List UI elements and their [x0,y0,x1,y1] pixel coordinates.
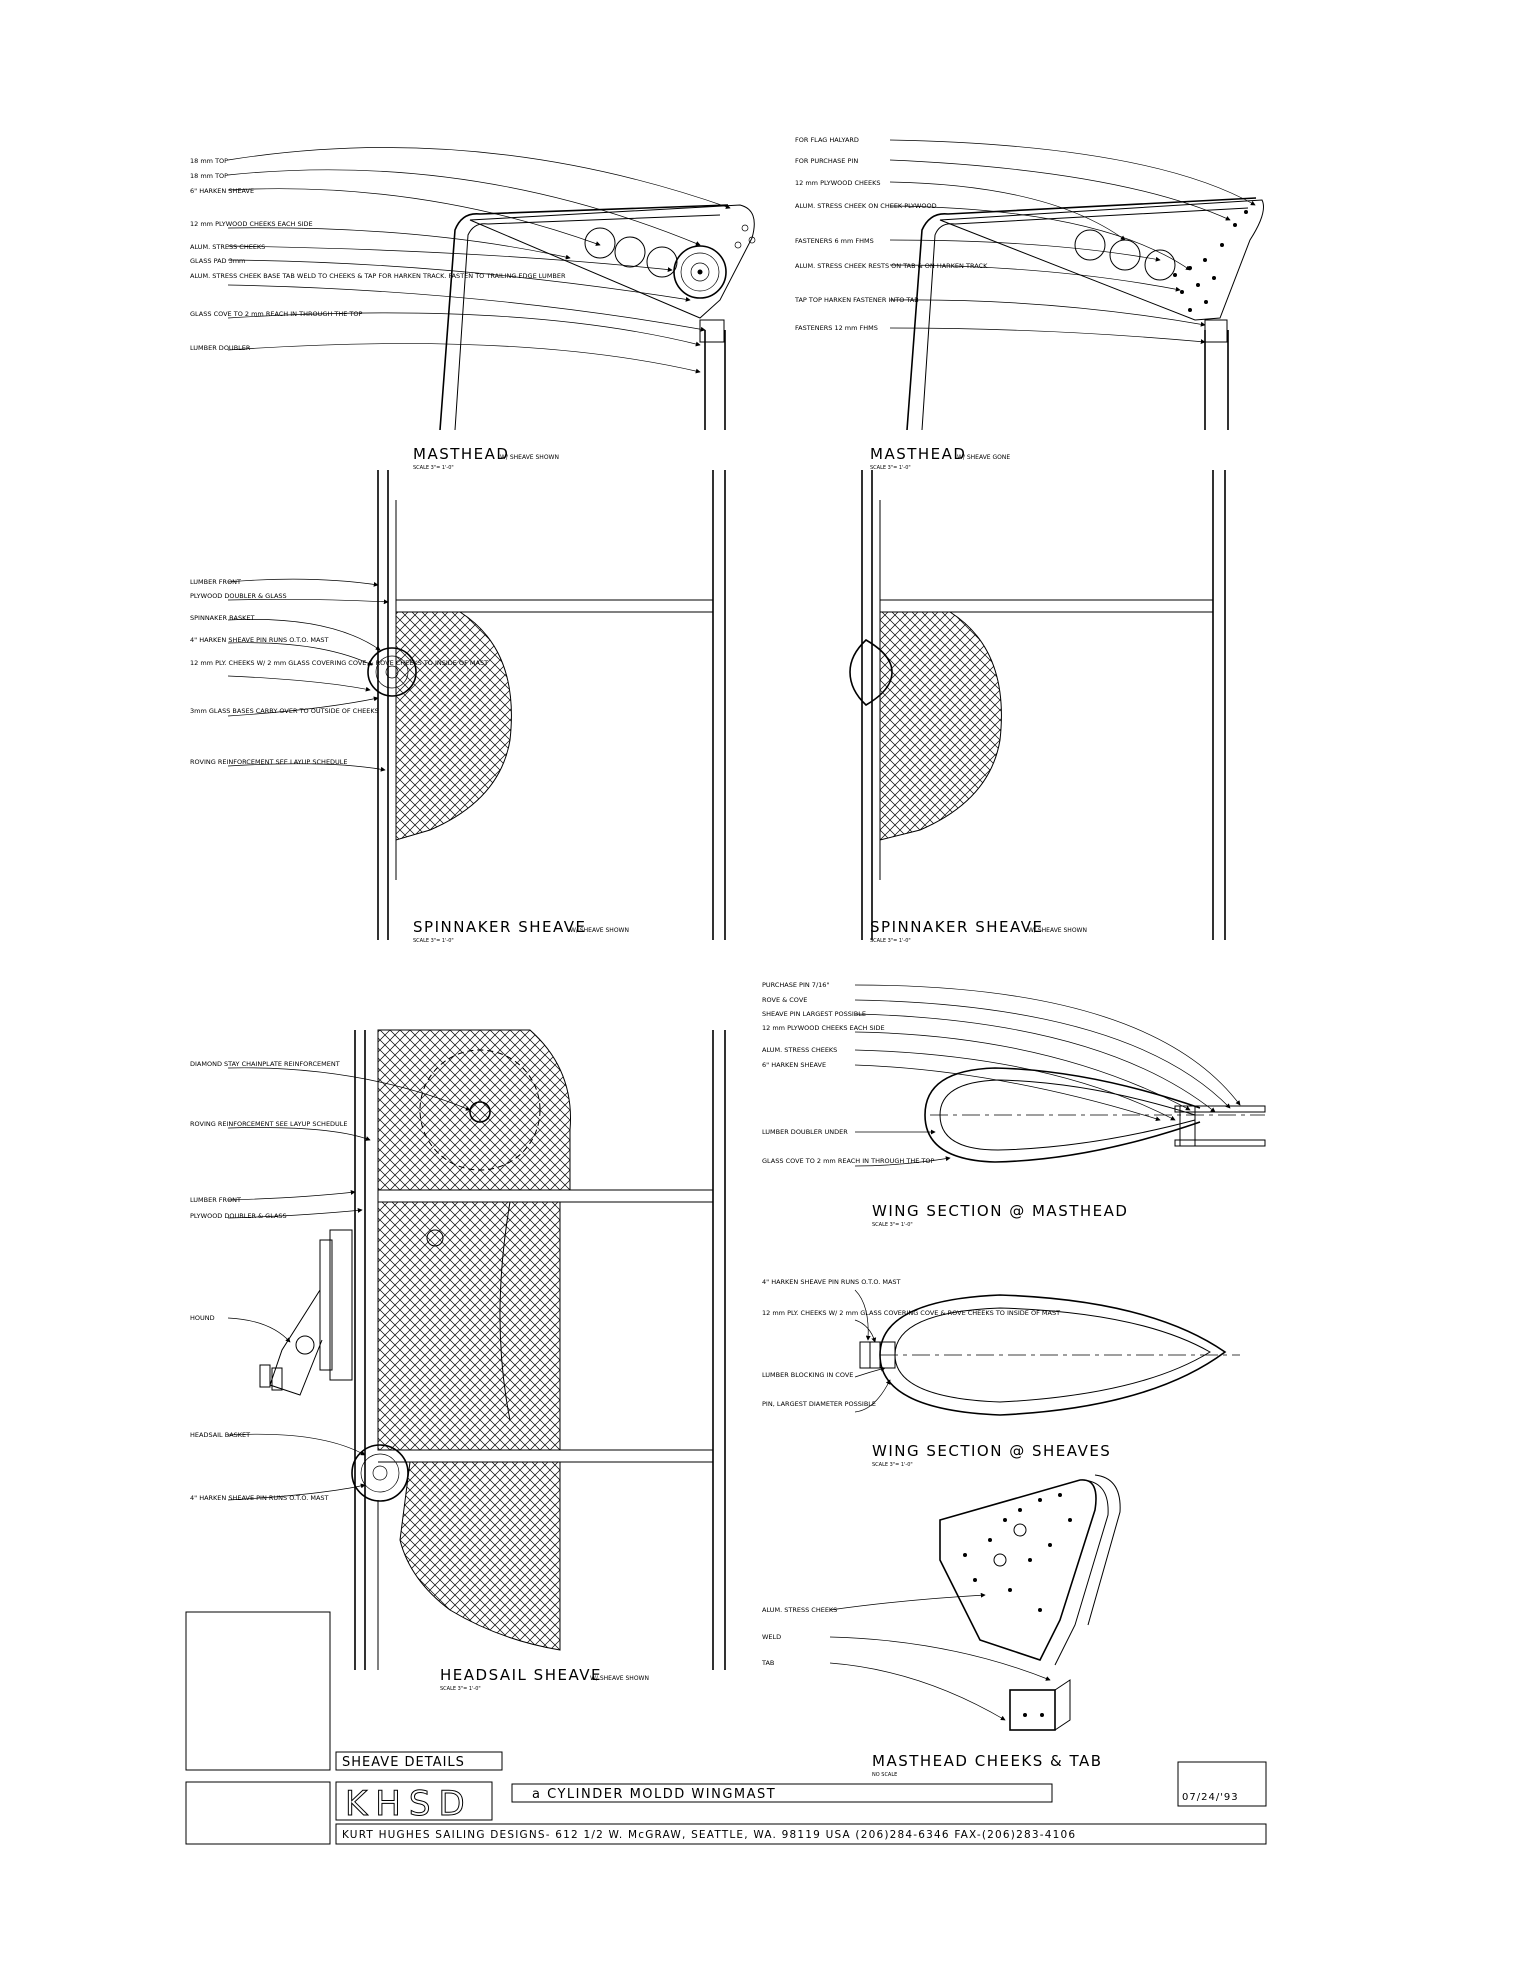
cheeks-tab-scale: NO SCALE [872,1772,897,1778]
cheeks-tab-label: TAB [761,1659,774,1667]
wing-masthead-label: 6" HARKEN SHEAVE [762,1061,826,1069]
wing-masthead-panel: PURCHASE PIN 7/16" ROVE & COVE SHEAVE PI… [762,981,1266,1228]
cheeks-tab-label: ALUM. STRESS CHEEKS [762,1606,837,1614]
masthead-gone-subtitle: W/ SHEAVE GONE [957,454,1010,461]
spinnaker-shown-scale: SCALE 3"= 1'-0" [413,938,454,944]
spinnaker-shown-subtitle: W/ SHEAVE SHOWN [570,927,629,934]
spinnaker-shown-label: LUMBER FRONT [190,578,241,586]
headsail-label: HEADSAIL BASKET [190,1431,250,1439]
masthead-gone-label: TAP TOP HARKEN FASTENER INTO TAB [794,296,919,304]
spinnaker-gone-title: SPINNAKER SHEAVE [870,918,1044,936]
project-name: a CYLINDER MOLDD WINGMAST [532,1787,776,1802]
spinnaker-shown-label: 12 mm PLY. CHEEKS W/ 2 mm GLASS COVERING… [190,659,488,667]
masthead-shown-panel: 18 mm TOP 18 mm TOP 6" HARKEN SHEAVE 12 … [190,147,756,471]
masthead-shown-label: GLASS COVE TO 2 mm REACH IN THROUGH THE … [190,310,362,318]
blank-box-lower [185,1781,331,1845]
masthead-shown-title: MASTHEAD [413,445,509,463]
headsail-scale: SCALE 3"= 1'-0" [440,1686,481,1692]
spinnaker-gone-scale: SCALE 3"= 1'-0" [870,938,911,944]
masthead-shown-label: LUMBER DOUBLER [190,344,251,352]
masthead-gone-label: FOR FLAG HALYARD [795,136,859,144]
drawing-date: 07/24/'93 [1182,1792,1239,1803]
masthead-shown-label: ALUM. STRESS CHEEKS [190,243,265,251]
wing-masthead-title: WING SECTION @ MASTHEAD [872,1202,1128,1220]
masthead-shown-label: 6" HARKEN SHEAVE [190,187,254,195]
company-box [335,1823,1267,1845]
company-info: KURT HUGHES SAILING DESIGNS- 612 1/2 W. … [342,1829,1076,1841]
logo-box [335,1781,493,1821]
cheeks-tab-title: MASTHEAD CHEEKS & TAB [872,1752,1103,1770]
wing-masthead-label: SHEAVE PIN LARGEST POSSIBLE [762,1010,866,1018]
masthead-gone-label: ALUM. STRESS CHEEK RESTS ON TAB & ON HAR… [795,262,988,270]
sheet-title-box [335,1751,503,1771]
spinnaker-shown-label: SPINNAKER BASKET [190,614,254,622]
blank-box [185,1611,331,1771]
headsail-title: HEADSAIL SHEAVE [440,1666,602,1684]
wing-masthead-label: ROVE & COVE [762,996,807,1004]
spinnaker-shown-panel: LUMBER FRONT PLYWOOD DOUBLER & GLASS SPI… [190,470,726,944]
headsail-label: DIAMOND STAY CHAINPLATE REINFORCEMENT [190,1060,340,1068]
masthead-gone-label: FOR PURCHASE PIN [795,157,858,165]
headsail-panel: DIAMOND STAY CHAINPLATE REINFORCEMENT RO… [190,1029,726,1692]
wing-sheaves-label: 12 mm PLY. CHEEKS W/ 2 mm GLASS COVERING… [762,1309,1060,1317]
headsail-label: 4" HARKEN SHEAVE PIN RUNS O.T.O. MAST [190,1494,329,1502]
headsail-subtitle: W/ SHEAVE SHOWN [590,1675,649,1682]
masthead-gone-label: 12 mm PLYWOOD CHEEKS [795,179,880,187]
wing-sheaves-scale: SCALE 3"= 1'-0" [872,1462,913,1468]
project-box [511,1783,1053,1803]
masthead-gone-label: ALUM. STRESS CHEEK ON CHEEK PLYWOOD [795,202,937,210]
title-block: SHEAVE DETAILS KHSD a CYLINDER MOLDD WIN… [185,1611,1267,1845]
masthead-shown-subtitle: W/ SHEAVE SHOWN [500,454,559,461]
spinnaker-shown-title: SPINNAKER SHEAVE [413,918,587,936]
masthead-shown-scale: SCALE 3"= 1'-0" [413,465,454,471]
wing-sheaves-panel: 4" HARKEN SHEAVE PIN RUNS O.T.O. MAST 12… [762,1278,1240,1468]
spinnaker-shown-label: PLYWOOD DOUBLER & GLASS [190,592,287,600]
headsail-label: LUMBER FRONT [190,1196,241,1204]
wing-sheaves-title: WING SECTION @ SHEAVES [872,1442,1111,1460]
wing-sheaves-label: 4" HARKEN SHEAVE PIN RUNS O.T.O. MAST [762,1278,901,1286]
masthead-shown-label: 12 mm PLYWOOD CHEEKS EACH SIDE [190,220,313,228]
headsail-label: HOUND [190,1314,215,1322]
wing-masthead-label: GLASS COVE TO 2 mm REACH IN THROUGH THE … [762,1157,934,1165]
spinnaker-shown-label: 3mm GLASS BASES CARRY OVER TO OUTSIDE OF… [190,707,379,715]
masthead-shown-label: GLASS PAD 3mm [190,257,245,265]
masthead-shown-label: ALUM. STRESS CHEEK BASE TAB WELD TO CHEE… [190,272,566,280]
masthead-shown-label: 18 mm TOP [190,157,228,165]
cheeks-tab-label: WELD [762,1633,781,1641]
masthead-gone-panel: FOR FLAG HALYARD FOR PURCHASE PIN 12 mm … [794,136,1264,471]
wing-masthead-label: PURCHASE PIN 7/16" [762,981,829,989]
masthead-gone-title: MASTHEAD [870,445,966,463]
spinnaker-shown-label: 4" HARKEN SHEAVE PIN RUNS O.T.O. MAST [190,636,329,644]
masthead-gone-label: FASTENERS 6 mm FHMS [795,237,874,245]
masthead-gone-label: FASTENERS 12 mm FHMS [795,324,878,332]
headsail-label: PLYWOOD DOUBLER & GLASS [190,1212,287,1220]
spinnaker-gone-panel: SPINNAKER SHEAVE W/ SHEAVE SHOWN SCALE 3… [849,470,1226,944]
wing-sheaves-label: LUMBER BLOCKING IN COVE [762,1371,853,1379]
wing-masthead-label: ALUM. STRESS CHEEKS [762,1046,837,1054]
wing-masthead-label: 12 mm PLYWOOD CHEEKS EACH SIDE [762,1024,885,1032]
wing-masthead-label: LUMBER DOUBLER UNDER [762,1128,848,1136]
date-box [1177,1761,1267,1807]
sheet-title: SHEAVE DETAILS [342,1755,465,1770]
headsail-label: ROVING REINFORCEMENT SEE LAYUP SCHEDULE [190,1120,348,1128]
khsd-logo: KHSD [345,1784,473,1824]
masthead-gone-scale: SCALE 3"= 1'-0" [870,465,911,471]
masthead-shown-label: 18 mm TOP [190,172,228,180]
cheeks-tab-panel: ALUM. STRESS CHEEKS WELD TAB MASTHEAD CH… [761,1474,1121,1778]
spinnaker-shown-label: ROVING REINFORCEMENT SEE LAYUP SCHEDULE [190,758,348,766]
wing-sheaves-label: PIN, LARGEST DIAMETER POSSIBLE [762,1400,876,1408]
wing-masthead-scale: SCALE 3"= 1'-0" [872,1222,913,1228]
spinnaker-gone-subtitle: W/ SHEAVE SHOWN [1028,927,1087,934]
